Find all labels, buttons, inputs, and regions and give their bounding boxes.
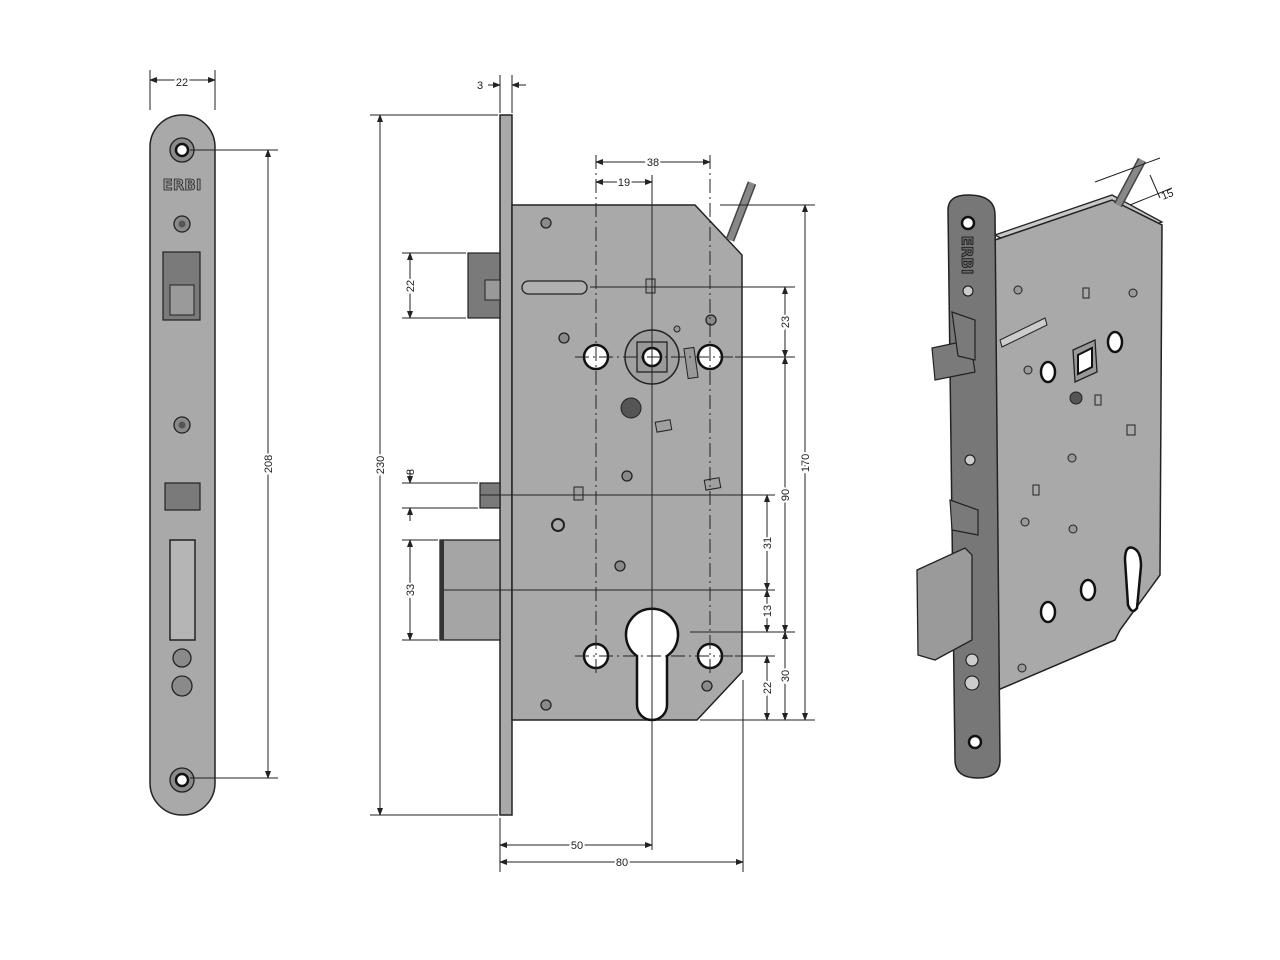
- dim-width: 22: [176, 77, 188, 89]
- lock-case: [511, 204, 743, 721]
- screw-icon: [172, 648, 192, 668]
- aux-latch: [164, 482, 201, 511]
- dim-hole-to-bottom: 22: [762, 682, 774, 694]
- dim-hole-spacing: 208: [263, 455, 275, 473]
- dim-backset: 50: [571, 840, 583, 852]
- dim-half-spacing: 19: [618, 177, 630, 189]
- screw-icon: [621, 470, 633, 482]
- dim-hole-spacing: 38: [647, 157, 659, 169]
- dim-deadbolt-height: 33: [405, 584, 417, 596]
- dim-case-height: 170: [800, 454, 812, 472]
- screw-icon: [705, 314, 717, 326]
- iso-logo: ERBI: [958, 236, 976, 275]
- iso-deadbolt: [916, 547, 973, 661]
- erbi-logo: ERBI: [163, 176, 202, 194]
- iso-faceplate: [947, 194, 1001, 779]
- dim-case-depth: 80: [616, 857, 628, 869]
- iso-cylinder-cutout: [1123, 546, 1143, 613]
- dim-cylinder-to-bottom: 30: [780, 670, 792, 682]
- screw-icon: [540, 699, 552, 711]
- iso-lock-case: [994, 199, 1163, 692]
- screw-icon: [614, 560, 626, 572]
- dim-spindle-offset: 23: [780, 316, 792, 328]
- dim-cable: 15: [1160, 187, 1176, 203]
- deadbolt-slot: [169, 539, 196, 641]
- slot: [521, 280, 588, 295]
- side-view: 3 38 19 230 22 8 33 23 170 90: [370, 75, 815, 872]
- screw-icon: [171, 675, 193, 697]
- dim-total-height: 230: [375, 456, 387, 474]
- dim-faceplate-thickness: 3: [477, 80, 483, 92]
- dim-aux-latch: 8: [405, 469, 417, 475]
- screw-icon: [620, 397, 642, 419]
- front-view: ERBI 22 208: [149, 70, 278, 816]
- dim-latch-height: 22: [405, 280, 417, 292]
- screw-icon: [558, 332, 570, 344]
- dim-bolt-to-aux: 31: [762, 537, 774, 549]
- iso-aux-latch: [949, 499, 979, 536]
- screw-icon: [701, 680, 713, 692]
- screw-icon: [540, 217, 552, 229]
- dim-bolt-to-cylinder: 13: [762, 605, 774, 617]
- dim-center-distance: 90: [780, 489, 792, 501]
- isometric-view: 15 ERBI: [916, 157, 1176, 779]
- faceplate-edge: [499, 114, 513, 816]
